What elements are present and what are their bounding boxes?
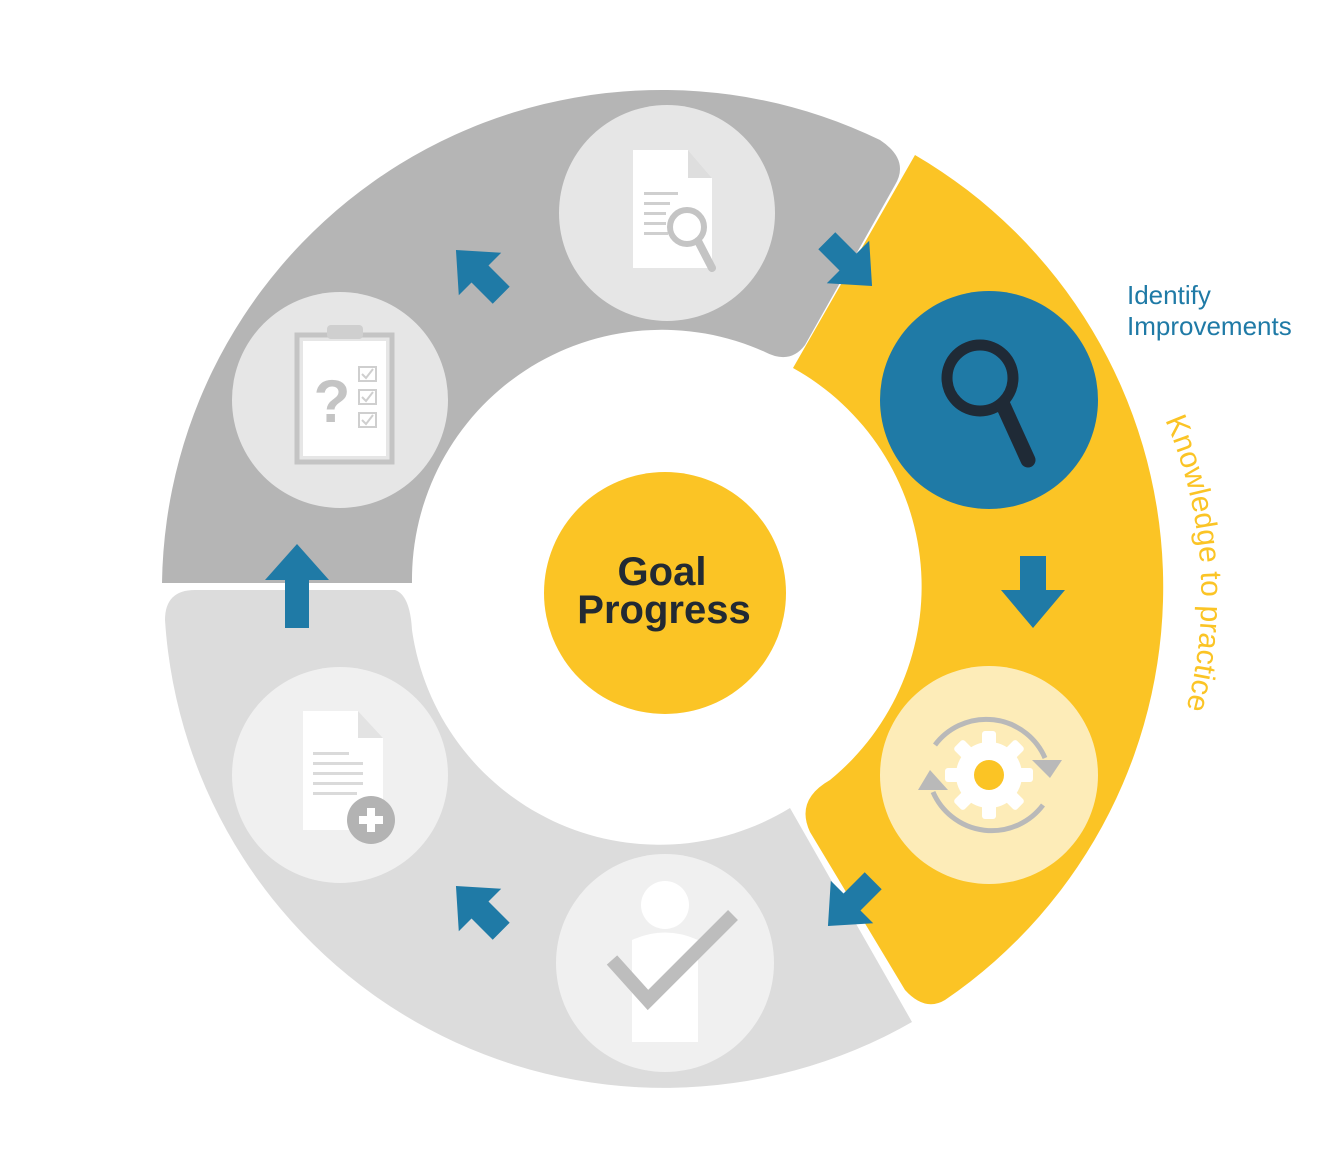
arrow-review-to-identify [818, 232, 873, 287]
center-title-line1: Goal [618, 550, 707, 594]
arc-label-path: Knowledge to practice [1159, 410, 1228, 715]
node-document-add [232, 667, 448, 883]
gear-cycle-icon [918, 716, 1062, 834]
side-label-line2: Improvements [1127, 311, 1292, 341]
document-search-icon [633, 150, 716, 272]
arrow-evaluate-to-document [455, 885, 510, 940]
node-evaluate [556, 854, 774, 1072]
document-add-icon [303, 711, 395, 844]
center-title-line2: Progress [577, 588, 750, 632]
node-document-search [559, 105, 775, 321]
arrow-document-to-assess [265, 544, 329, 628]
arrow-identify-to-implement [1001, 556, 1065, 628]
arrow-implement-to-evaluate [827, 872, 882, 927]
center-circle [544, 472, 786, 714]
person-check-icon [606, 881, 738, 1042]
node-assess: ? [232, 292, 448, 508]
clipboard-question-icon: ? [294, 325, 395, 465]
node-implement-practice [880, 666, 1098, 884]
arrow-assess-to-review [455, 249, 510, 304]
magnifier-icon [941, 339, 1036, 468]
node-identify-improvements [880, 291, 1098, 509]
side-label-line1: Identify [1127, 280, 1211, 310]
svg-text:?: ? [314, 368, 351, 435]
arc-label: Knowledge to practice [1159, 410, 1228, 715]
